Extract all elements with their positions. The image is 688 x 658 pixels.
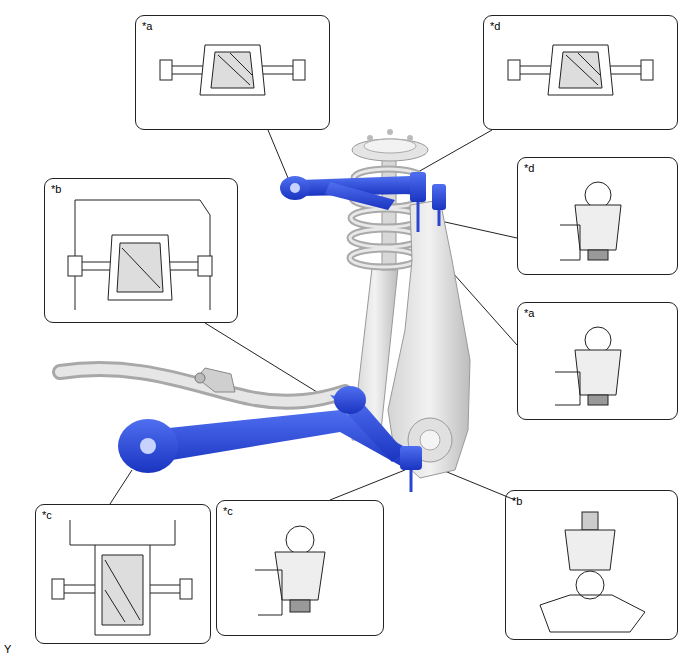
callout-box: *c xyxy=(35,504,211,644)
callout-letter: *b xyxy=(506,491,522,508)
callout-box: *d xyxy=(517,157,678,275)
callout-box: *a xyxy=(517,302,678,420)
callout-letter: *a xyxy=(136,16,152,33)
callout-letter: *d xyxy=(484,16,500,33)
figure-code: Y xyxy=(4,643,11,656)
callout-box: *d xyxy=(483,15,678,130)
callout-letter: *b xyxy=(45,179,61,196)
callout-letter: *d xyxy=(518,158,534,175)
callout-box: *b xyxy=(505,490,678,640)
callout-box: *b xyxy=(44,178,238,323)
callout-letter: *a xyxy=(518,303,534,320)
callout-letter: *c xyxy=(36,505,52,522)
callout-box: *a xyxy=(135,15,330,130)
callout-box: *c xyxy=(216,500,384,636)
callout-letter: *c xyxy=(217,501,233,518)
